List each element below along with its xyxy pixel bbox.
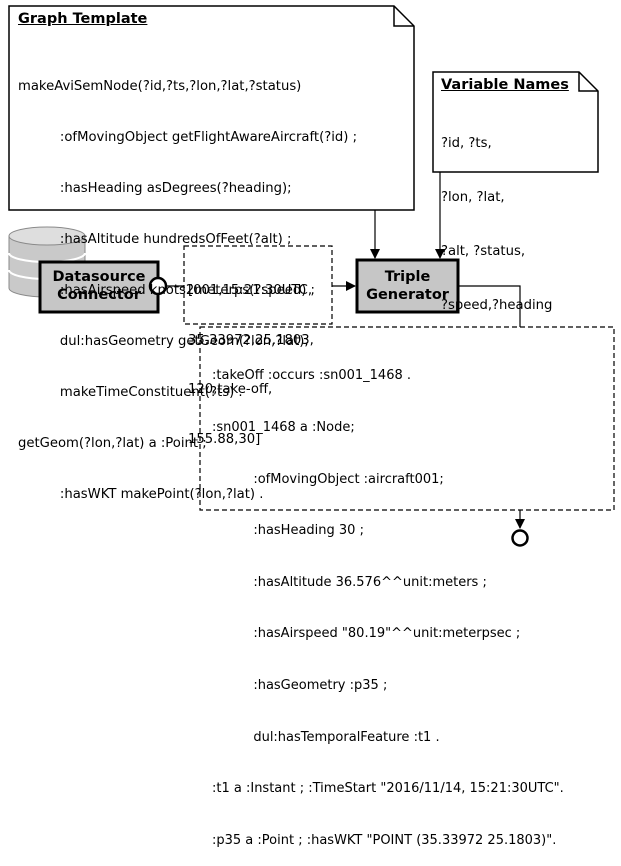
graph-template-title: Graph Template [18,11,148,27]
output-line: dul:hasTemporalFeature :t1 . [212,729,440,745]
graph-template-note-shape [8,5,415,211]
template-line: getGeom(?lon,?lat) a :Point ; [18,436,207,451]
output-line: :p35 a :Point ; :hasWKT "POINT (35.33972… [212,832,557,848]
template-line: dul:hasGeometry getGeom(?lon,?lat); [18,334,309,349]
template-line: :ofMovingObject getFlightAwareAircraft(?… [18,130,358,145]
output-line: :takeOff :occurs :sn001_1468 . [212,368,411,384]
variable-line: ?id, ?ts, [441,136,492,151]
input-line: 35.33972,25.1803, [188,332,314,348]
output-line: :t1 a :Instant ; :TimeStart "2016/11/14,… [212,781,564,797]
triple-generator-line1: Triple [384,269,431,285]
variable-names-note-shape [432,71,599,173]
graph-template-code: makeAviSemNode(?id,?ts,?lon,?lat,?status… [18,44,357,520]
template-line: makeAviSemNode(?id,?ts,?lon,?lat,?status… [18,79,302,94]
triple-generator-box[interactable] [355,258,460,314]
input-line: 120,take-off, [188,382,273,397]
triple-generator-label: Triple Generator [357,268,458,304]
datasource-connector-line2: Connector [57,287,141,303]
datasource-connector-box[interactable] [38,260,160,314]
datasource-connector-label: Datasource Connector [40,268,158,304]
template-line: :hasWKT makePoint(?lon,?lat) . [18,487,264,502]
output-port-circle-icon [511,529,529,547]
output-triples-box [199,326,615,511]
template-line: :hasHeading asDegrees(?heading); [18,181,292,196]
output-line: :sn001_1468 a :Node; [212,420,355,436]
template-line: makeTimeConstituent(?ts) . [18,385,243,400]
output-line: :hasGeometry :p35 ; [212,678,388,694]
input-record-text: [001,15:21:30UTC, 35.33972,25.1803, 120,… [188,250,314,465]
diagram-canvas [8,5,615,547]
datasource-connector-line1: Datasource [52,269,146,285]
variable-line: ?speed,?heading [441,298,553,313]
output-line: :ofMovingObject :aircraft001; [212,471,444,487]
template-line: :hasAirspeed knots2meterps(?speed) ; [18,283,315,298]
variable-names-title: Variable Names [441,77,569,93]
variable-line: ?alt, ?status, [441,244,526,259]
input-line: 155.88,30] [188,431,261,447]
output-triples-text: :takeOff :occurs :sn001_1468 . :sn001_14… [212,333,564,866]
input-line: [001,15:21:30UTC, [188,283,313,298]
output-line: :hasAirspeed "80.19"^^unit:meterpsec ; [212,626,521,642]
output-line: :hasHeading 30 ; [212,523,364,539]
variable-names-list: ?id, ?ts, ?lon, ?lat, ?alt, ?status, ?sp… [441,99,552,333]
variable-line: ?lon, ?lat, [441,190,505,205]
output-line: :hasAltitude 36.576^^unit:meters ; [212,574,487,590]
triple-generator-line2: Generator [366,287,449,303]
input-record-box [183,245,333,325]
template-line: :hasAltitude hundredsOfFeet(?alt) ; [18,232,292,247]
